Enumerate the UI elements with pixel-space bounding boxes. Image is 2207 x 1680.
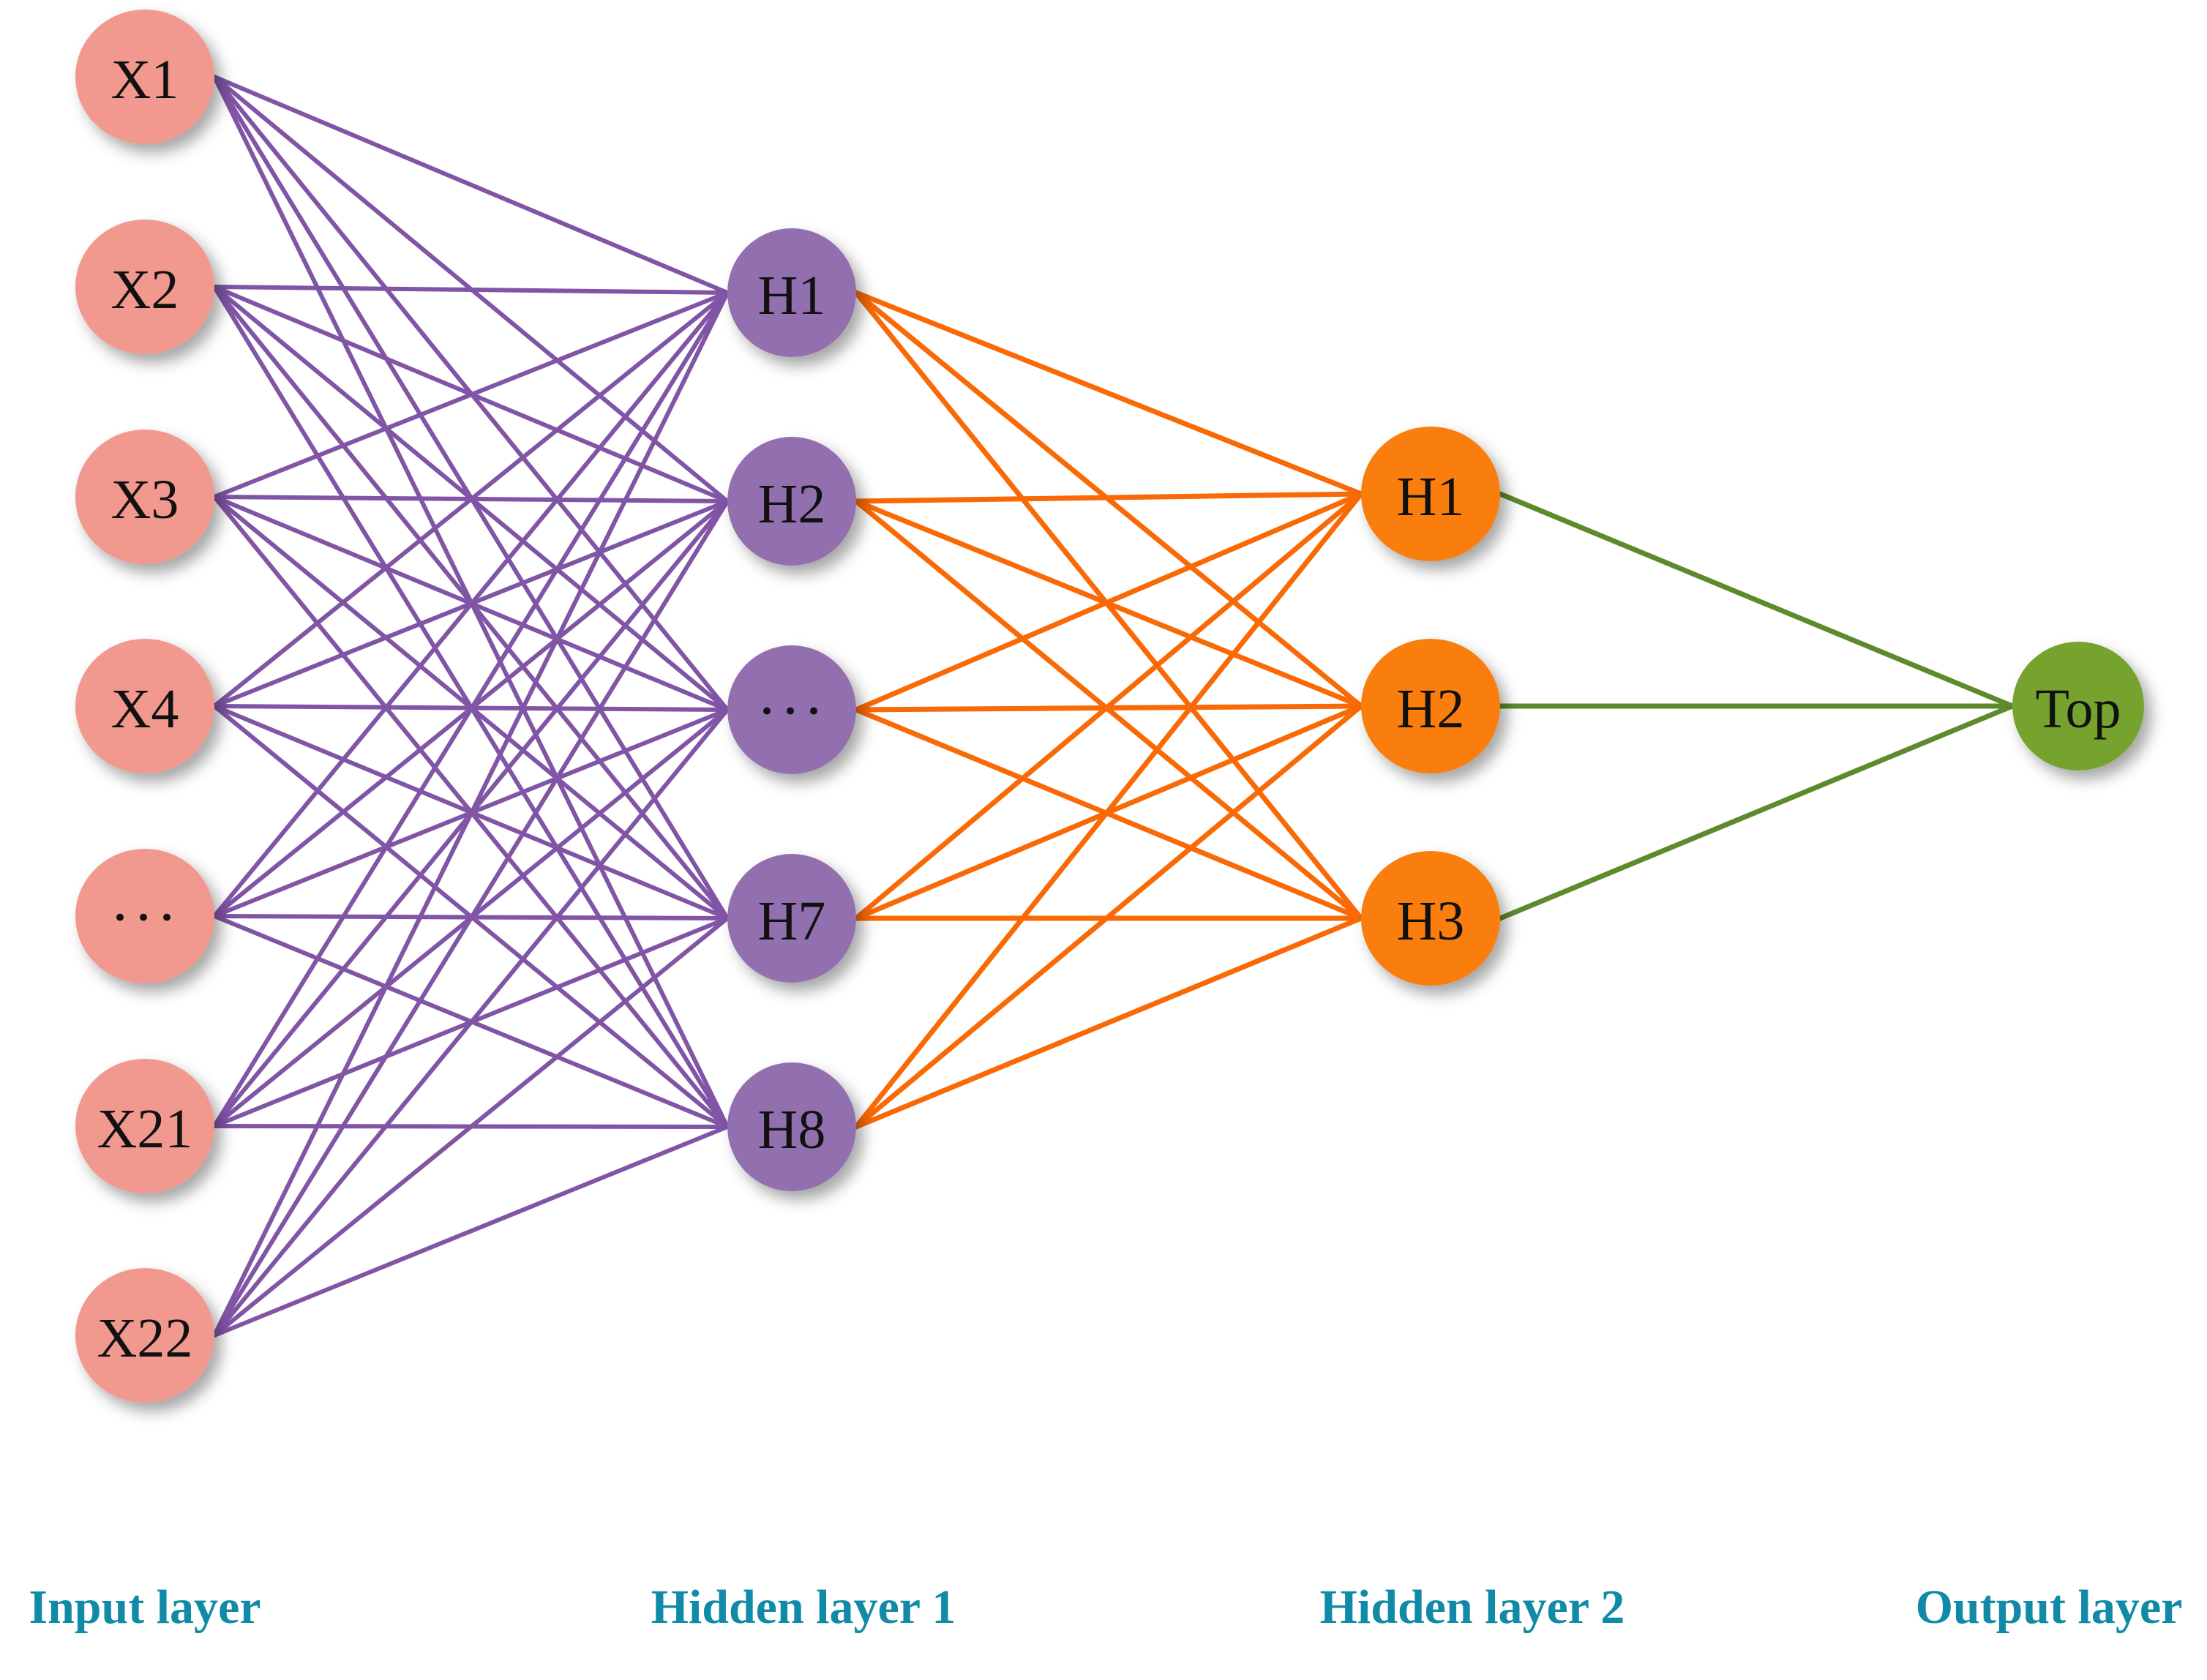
node-shape <box>727 228 856 357</box>
node-shape <box>75 220 214 354</box>
edge-hidden1-0-to-hidden2-0 <box>853 290 1364 497</box>
node-hidden2-h2[interactable]: H2 <box>1361 639 1500 773</box>
node-shape <box>727 854 856 983</box>
node-shape <box>1361 851 1500 986</box>
node-input-x2[interactable]: X2 <box>75 220 214 354</box>
node-input-x21[interactable]: X21 <box>75 1059 214 1193</box>
edge-group-hidden2-to-output <box>1497 491 2015 921</box>
node-shape <box>727 645 856 774</box>
edge-hidden1-1-to-hidden2-0 <box>853 491 1364 504</box>
node-input-x1[interactable]: X1 <box>75 10 214 144</box>
node-hidden1-ellipsis[interactable]: ··· <box>727 645 856 774</box>
edge-input-2-to-hidden1-0 <box>212 290 730 499</box>
node-hidden2-h1[interactable]: H1 <box>1361 427 1500 561</box>
edge-hidden2-0-to-output-0 <box>1497 491 2015 709</box>
edges-layer <box>212 75 2015 1338</box>
node-shape <box>1361 639 1500 773</box>
layer-nodes-output: Top <box>2012 642 2144 770</box>
edge-input-6-to-hidden1-1 <box>212 499 730 1338</box>
node-input-ellipsis[interactable]: ··· <box>75 849 214 983</box>
edge-input-3-to-hidden1-0 <box>212 290 730 708</box>
node-shape <box>1361 427 1500 561</box>
edge-input-4-to-hidden1-0 <box>212 290 730 918</box>
edge-hidden1-4-to-hidden2-0 <box>853 491 1364 1130</box>
node-shape <box>75 639 214 773</box>
node-hidden1-h1[interactable]: H1 <box>727 228 856 357</box>
captions-layer: Input layer Hidden layer 1 Hidden layer 2 O… <box>29 1580 2182 1634</box>
node-shape <box>75 1059 214 1193</box>
edge-hidden2-2-to-output-0 <box>1497 703 2015 921</box>
edge-hidden1-3-to-hidden2-0 <box>853 491 1364 921</box>
node-hidden1-h2[interactable]: H2 <box>727 437 856 566</box>
node-shape <box>75 10 214 144</box>
node-shape <box>727 1062 856 1191</box>
node-hidden2-h3[interactable]: H3 <box>1361 851 1500 986</box>
edge-input-6-to-hidden1-4 <box>212 1125 730 1338</box>
layer-caption-input: Input layer <box>29 1580 261 1634</box>
node-shape <box>75 430 214 564</box>
edge-hidden1-4-to-hidden2-2 <box>853 915 1364 1130</box>
node-shape <box>2012 642 2144 770</box>
edge-group-hidden1-to-hidden2 <box>853 290 1364 1130</box>
layer-caption-hidden1: Hidden layer 1 <box>651 1580 956 1634</box>
edge-input-0-to-hidden1-0 <box>212 75 730 295</box>
edge-input-1-to-hidden1-0 <box>212 285 730 295</box>
edge-input-6-to-hidden1-2 <box>212 708 730 1338</box>
edge-hidden1-2-to-hidden2-0 <box>853 491 1364 713</box>
node-input-x3[interactable]: X3 <box>75 430 214 564</box>
node-hidden1-h8[interactable]: H8 <box>727 1062 856 1191</box>
edge-input-6-to-hidden1-3 <box>212 916 730 1338</box>
node-input-x22[interactable]: X22 <box>75 1268 214 1403</box>
node-shape <box>75 849 214 983</box>
edge-input-5-to-hidden1-0 <box>212 290 730 1128</box>
node-output-top[interactable]: Top <box>2012 642 2144 770</box>
layer-caption-output: Output layer <box>1916 1580 2183 1634</box>
edge-hidden1-4-to-hidden2-1 <box>853 703 1364 1130</box>
edge-group-input-to-hidden1 <box>212 75 730 1338</box>
layer-caption-hidden2: Hidden layer 2 <box>1320 1580 1625 1634</box>
node-hidden1-h7[interactable]: H7 <box>727 854 856 983</box>
node-shape <box>75 1268 214 1403</box>
node-input-x4[interactable]: X4 <box>75 639 214 773</box>
node-shape <box>727 437 856 566</box>
edge-input-6-to-hidden1-0 <box>212 290 730 1338</box>
